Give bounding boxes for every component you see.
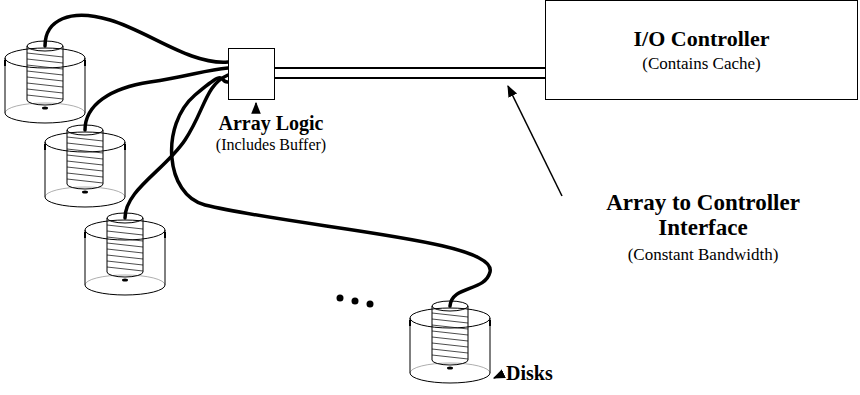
controller-box: I/O Controller(Contains Cache)	[545, 0, 858, 100]
component-name: Array Logic	[216, 111, 326, 135]
component-note: (Includes Buffer)	[216, 135, 326, 155]
disk	[45, 125, 125, 207]
array-logic-box: Array Logic(Includes Buffer)	[228, 48, 275, 100]
component-note: (Contains Cache)	[642, 53, 761, 74]
callout-label: Disks	[506, 362, 586, 384]
disk	[5, 41, 85, 123]
interface-bus	[275, 73, 545, 74]
callout-note: (Constant Bandwidth)	[568, 246, 838, 265]
ellipsis-dots	[337, 295, 374, 308]
component-name: I/O Controller	[634, 26, 770, 52]
disk	[85, 213, 165, 295]
disk	[410, 301, 490, 383]
disk-cables	[45, 15, 490, 306]
callout-label: Array to Controller Interface	[568, 190, 838, 241]
